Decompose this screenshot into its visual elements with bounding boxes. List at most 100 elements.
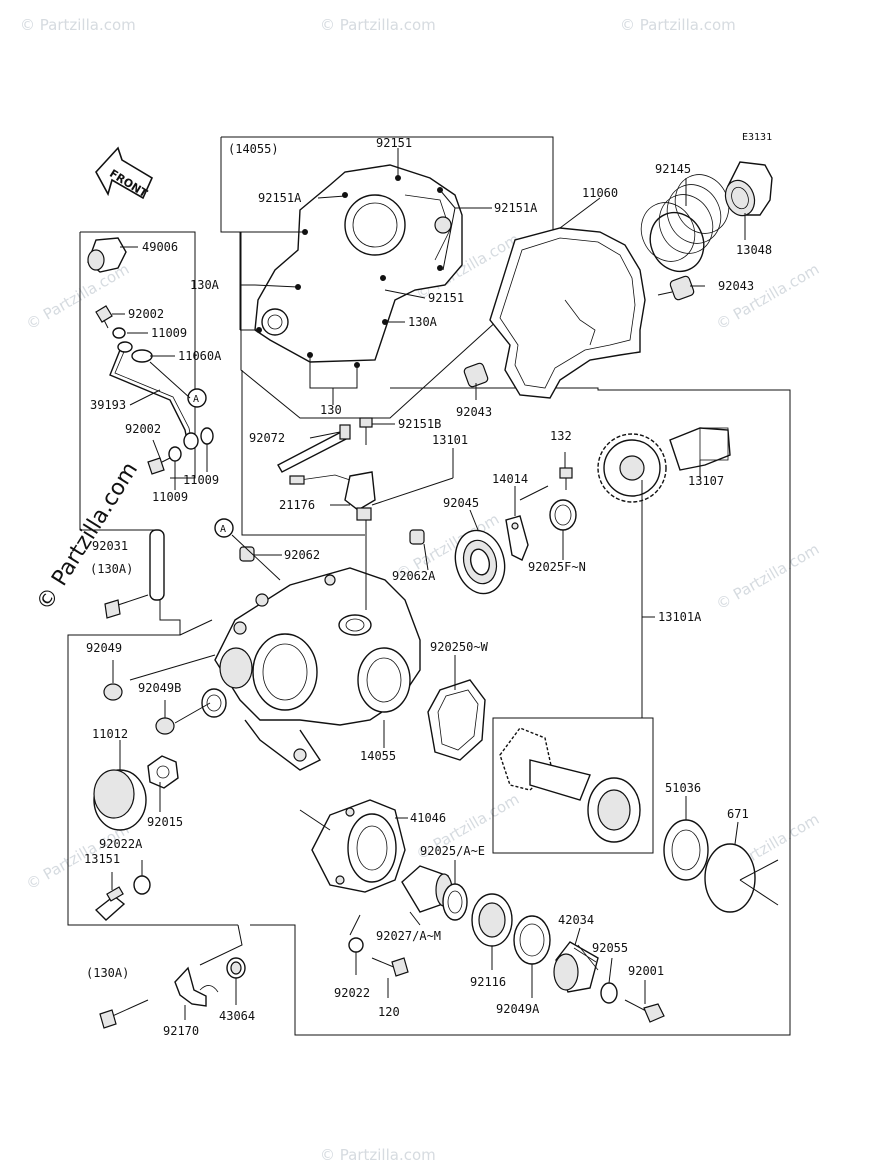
coupling-42034 xyxy=(553,941,599,993)
speed-sensor-21176 xyxy=(289,471,376,521)
label-41046: 41046 xyxy=(410,811,446,825)
clamp-92170 xyxy=(174,966,219,1007)
label-92015: 92015 xyxy=(147,815,183,829)
label-13107: 13107 xyxy=(688,474,724,488)
label-11060: 11060 xyxy=(582,186,618,200)
gear-case-cover xyxy=(254,164,463,368)
label-92049B: 92049B xyxy=(138,681,181,695)
label-92025-O-W: 920250~W xyxy=(430,640,489,654)
label-130: 130 xyxy=(320,403,342,417)
label-92055: 92055 xyxy=(592,941,628,955)
label-92062: 92062 xyxy=(284,548,320,562)
bolt-120 xyxy=(371,957,409,977)
label-11012: 11012 xyxy=(92,727,128,741)
watermark: © Partzilla.com xyxy=(320,16,436,34)
grommet-43064 xyxy=(226,957,246,979)
watermark: © Partzilla.com xyxy=(320,1146,436,1164)
label-130A-left: 130A xyxy=(190,278,220,292)
watermark-main: © Partzilla.com xyxy=(32,458,143,615)
label-14055-top: (14055) xyxy=(228,142,279,156)
label-11009-right: 11009 xyxy=(183,473,219,487)
watermark: © Partzilla.com xyxy=(620,16,736,34)
bushing-92043-left xyxy=(463,362,489,388)
label-130A-bottom: (130A) xyxy=(86,966,129,980)
label-92043-right: 92043 xyxy=(718,279,754,293)
gear-case-14055 xyxy=(214,567,421,771)
label-671: 671 xyxy=(727,807,749,821)
sensor-49006 xyxy=(87,237,127,273)
label-13151: 13151 xyxy=(84,852,120,866)
label-92170: 92170 xyxy=(163,1024,199,1038)
bushing-92062A xyxy=(409,529,425,545)
bushing-92043-right xyxy=(669,275,695,301)
bolt-92151B xyxy=(359,417,373,445)
bolt-132 xyxy=(559,467,573,490)
label-92001: 92001 xyxy=(628,964,664,978)
label-51036: 51036 xyxy=(665,781,701,795)
cap-11012 xyxy=(93,769,147,831)
bevel-gear-13101A xyxy=(499,727,641,843)
o-ring-92055 xyxy=(600,982,618,1004)
label-92022: 92022 xyxy=(334,986,370,1000)
o-ring-671 xyxy=(704,843,756,913)
watermark: © Partzilla.com xyxy=(23,260,132,333)
bolt-92001 xyxy=(624,999,665,1023)
label-92022A: 92022A xyxy=(99,837,143,851)
washer-92049B xyxy=(155,717,175,735)
hose-39193 xyxy=(109,341,193,446)
label-92151A-right: 92151A xyxy=(494,201,538,215)
callout-a-bot-label: A xyxy=(220,524,226,535)
label-130A-right: 130A xyxy=(408,315,438,329)
washer-11009-top xyxy=(112,327,126,339)
label-92031: 92031 xyxy=(92,539,128,553)
label-92025A-E: 92025/A~E xyxy=(420,844,485,858)
label-13101A: 13101A xyxy=(658,610,702,624)
washer-11009-mid xyxy=(183,432,199,450)
label-92151A-left: 92151A xyxy=(258,191,302,205)
label-92072: 92072 xyxy=(249,431,285,445)
bolt-130A-bottom xyxy=(99,999,149,1029)
label-14014: 14014 xyxy=(492,472,528,486)
callout-a-top-label: A xyxy=(193,394,199,405)
shim-92025A-E xyxy=(442,883,468,921)
label-132: 132 xyxy=(550,429,572,443)
switch-13151 xyxy=(94,886,126,921)
label-11009-bot: 11009 xyxy=(152,490,188,504)
nut-92015 xyxy=(147,755,179,789)
gasket-11060 xyxy=(489,227,646,399)
diagram-code: E3131 xyxy=(742,132,772,143)
label-92116: 92116 xyxy=(470,975,506,989)
watermark: © Partzilla.com xyxy=(713,540,822,613)
gasket-920250-W xyxy=(427,679,486,761)
label-42034: 42034 xyxy=(558,913,594,927)
callout-a-top xyxy=(187,388,207,408)
label-92045: 92045 xyxy=(443,496,479,510)
seal-51036 xyxy=(663,819,709,881)
label-130A-paren: (130A) xyxy=(90,562,133,576)
watermark: © Partzilla.com xyxy=(20,16,136,34)
label-13101: 13101 xyxy=(432,433,468,447)
label-92043-left: 92043 xyxy=(456,405,492,419)
washer-11009-right xyxy=(200,427,214,445)
label-92151B: 92151B xyxy=(398,417,441,431)
label-92002-bot: 92002 xyxy=(125,422,161,436)
seal-92049A xyxy=(513,915,551,965)
callout-a-bot xyxy=(214,518,234,538)
bearing-92116 xyxy=(471,893,513,947)
washer-11009-bot xyxy=(168,446,182,462)
part-labels: (14055) 92151 92151A 92151A 130A 92151 1… xyxy=(84,136,772,1038)
label-14055: 14055 xyxy=(360,749,396,763)
washer-92049 xyxy=(103,683,123,701)
spring-92145 xyxy=(640,174,730,273)
watermark: © Partzilla.com xyxy=(713,260,822,333)
label-92027A-M: 92027/A~M xyxy=(376,929,441,943)
label-21176: 21176 xyxy=(279,498,315,512)
washer-92022A xyxy=(133,875,151,895)
label-92049: 92049 xyxy=(86,641,122,655)
bracket-92031 xyxy=(104,529,165,619)
housing-41046 xyxy=(311,799,406,893)
bolt-92002-bot xyxy=(147,456,173,475)
oil-seal-hub xyxy=(201,688,227,718)
leader-lines xyxy=(111,148,779,1020)
